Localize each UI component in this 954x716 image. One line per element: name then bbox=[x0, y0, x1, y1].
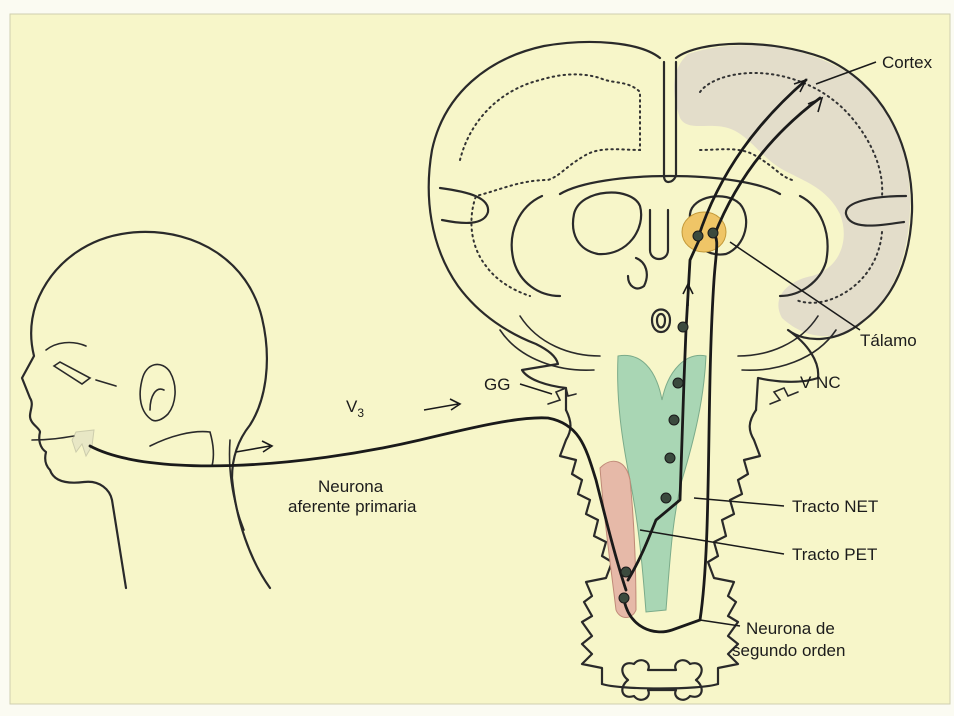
label-afferent-line2: aferente primaria bbox=[288, 497, 417, 516]
synapse-pons bbox=[678, 322, 688, 332]
label-afferent-line1: Neurona bbox=[318, 477, 384, 496]
label-pet-tract: Tracto PET bbox=[792, 545, 877, 564]
label-gg: GG bbox=[484, 375, 510, 394]
label-cortex: Cortex bbox=[882, 53, 933, 72]
synapse-medulla-2 bbox=[669, 415, 679, 425]
label-v3-sub: 3 bbox=[357, 406, 364, 420]
label-vnc: V NC bbox=[800, 373, 841, 392]
synapse-medulla-3 bbox=[665, 453, 675, 463]
label-second-order-line1: Neurona de bbox=[746, 619, 835, 638]
synapse-medulla-4 bbox=[661, 493, 671, 503]
label-net-tract: Tracto NET bbox=[792, 497, 878, 516]
label-thalamus: Tálamo bbox=[860, 331, 917, 350]
synapse-caudal-1 bbox=[621, 567, 631, 577]
synapse-caudal-2 bbox=[619, 593, 629, 603]
label-v3-main: V bbox=[346, 397, 358, 416]
synapse-medulla-1 bbox=[673, 378, 683, 388]
synapse-thalamus-1 bbox=[693, 231, 703, 241]
label-second-order-line2: segundo orden bbox=[732, 641, 845, 660]
synapse-thalamus-2 bbox=[708, 228, 718, 238]
